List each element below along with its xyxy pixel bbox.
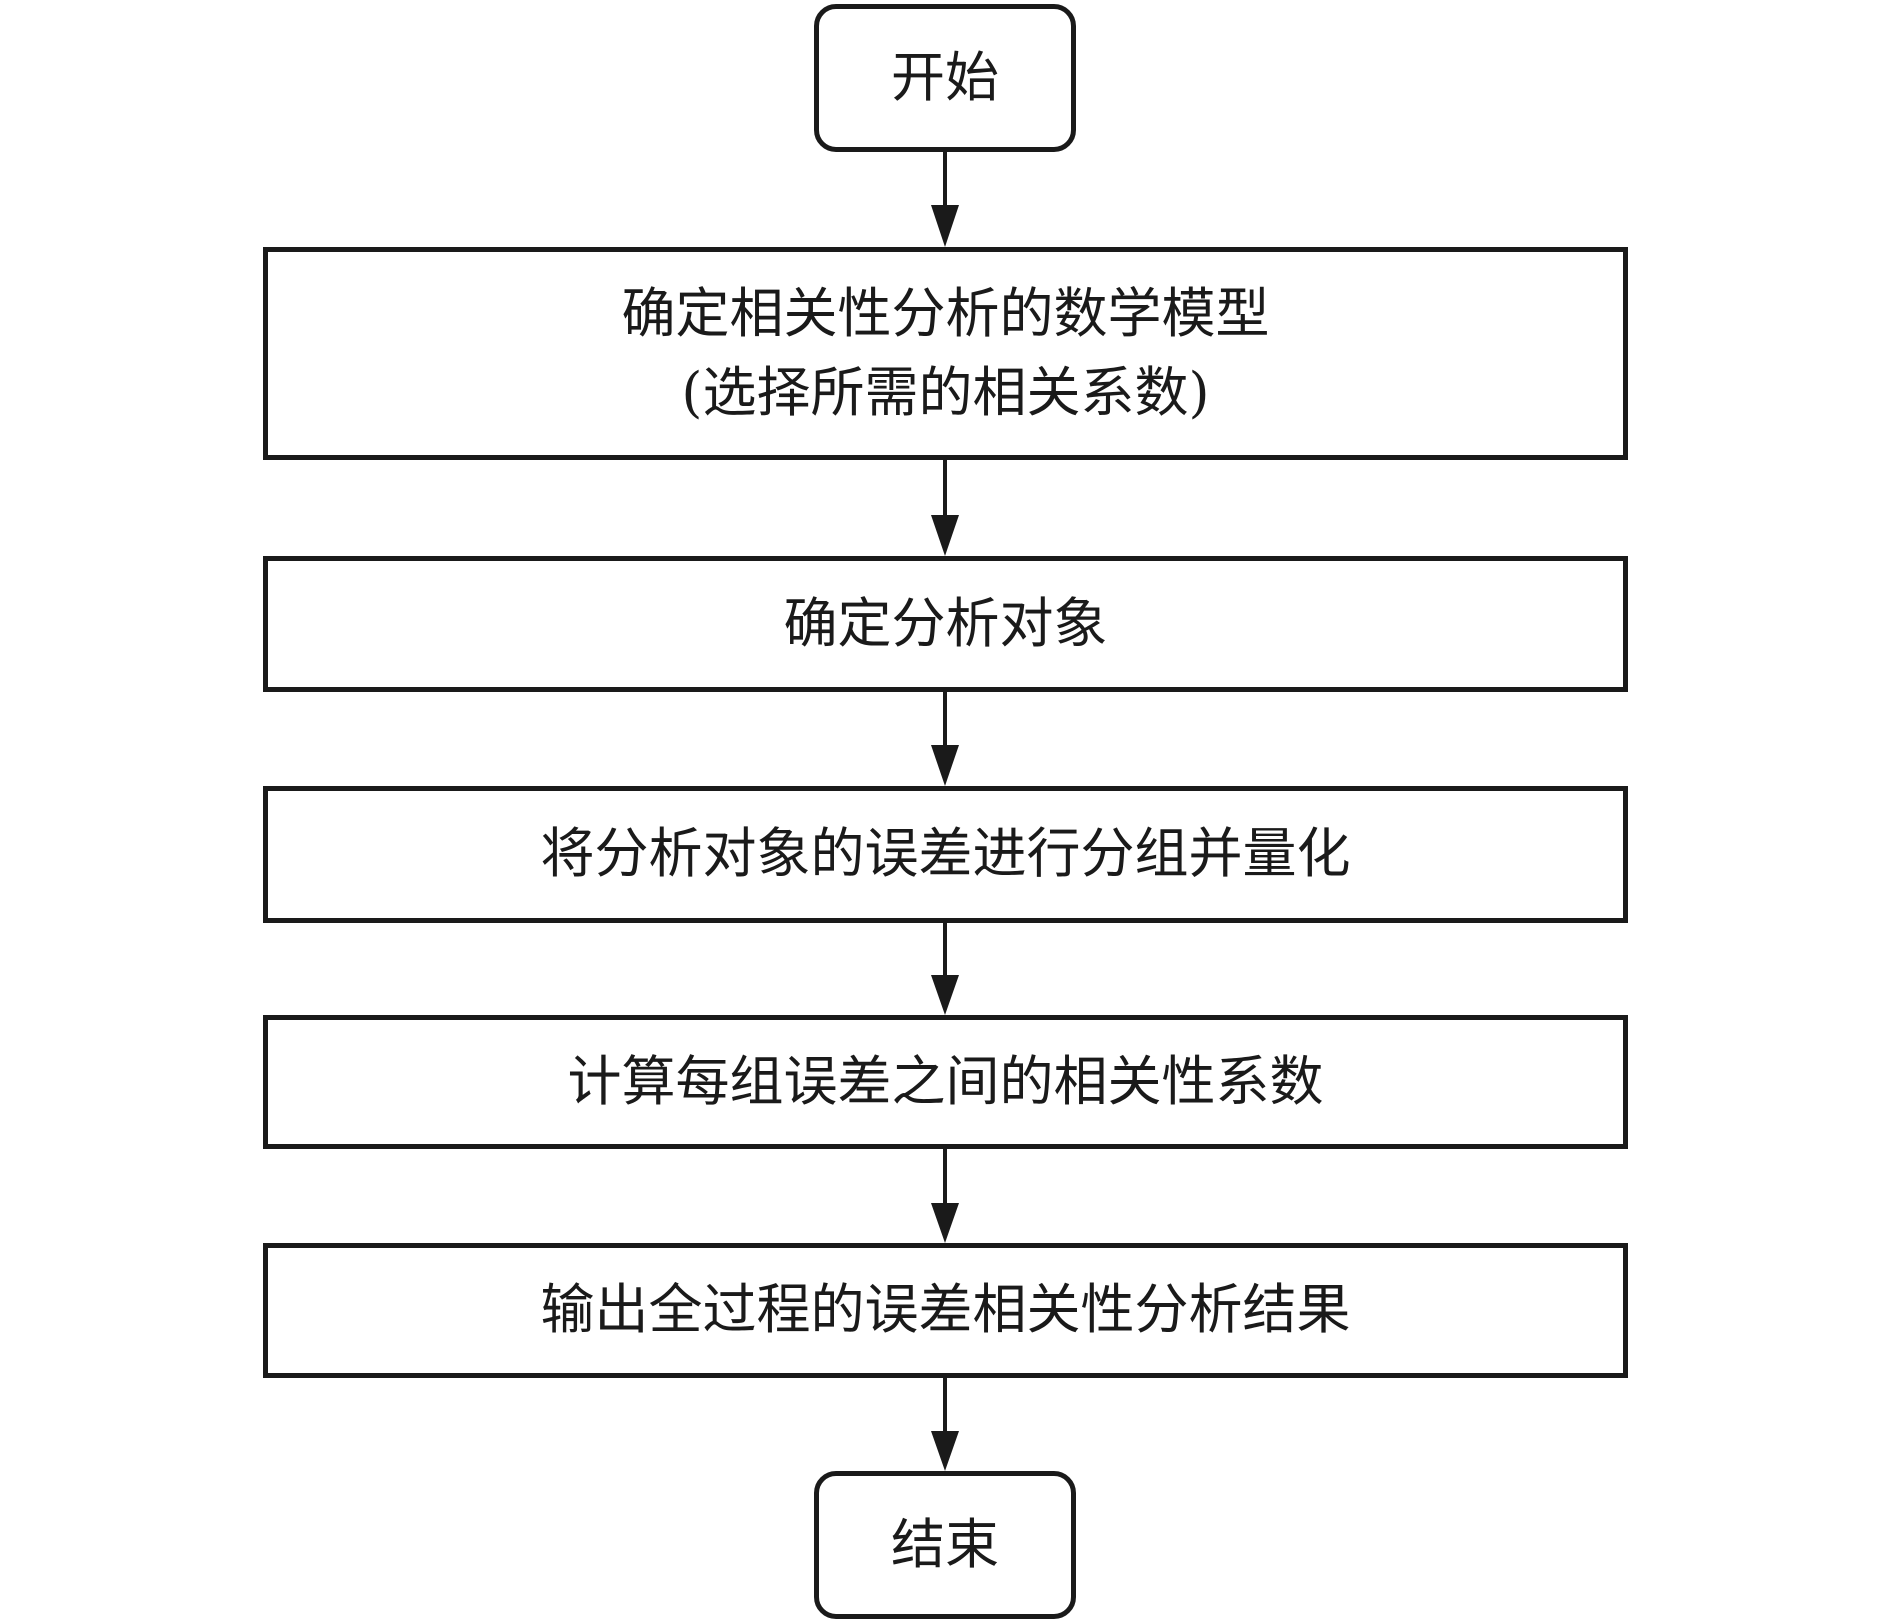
step-4-compute-correlation: 计算每组误差之间的相关性系数 xyxy=(263,1015,1628,1149)
step-2-label: 确定分析对象 xyxy=(783,591,1108,655)
step-1-select-model: 确定相关性分析的数学模型 (选择所需的相关系数) xyxy=(263,247,1628,460)
step-5-output-results: 输出全过程的误差相关性分析结果 xyxy=(263,1243,1628,1378)
step-4-label: 计算每组误差之间的相关性系数 xyxy=(567,1049,1324,1113)
start-node: 开始 xyxy=(814,4,1076,152)
step-5-label: 输出全过程的误差相关性分析结果 xyxy=(540,1278,1351,1342)
step-1-line-1: 确定相关性分析的数学模型 xyxy=(621,282,1270,346)
start-label: 开始 xyxy=(891,45,999,109)
step-2-determine-objects: 确定分析对象 xyxy=(263,556,1628,692)
step-3-label: 将分析对象的误差进行分组并量化 xyxy=(540,822,1351,886)
end-node: 结束 xyxy=(814,1471,1076,1619)
step-1-line-2: (选择所需的相关系数) xyxy=(681,360,1210,424)
step-3-group-errors: 将分析对象的误差进行分组并量化 xyxy=(263,786,1628,923)
end-label: 结束 xyxy=(891,1512,999,1576)
